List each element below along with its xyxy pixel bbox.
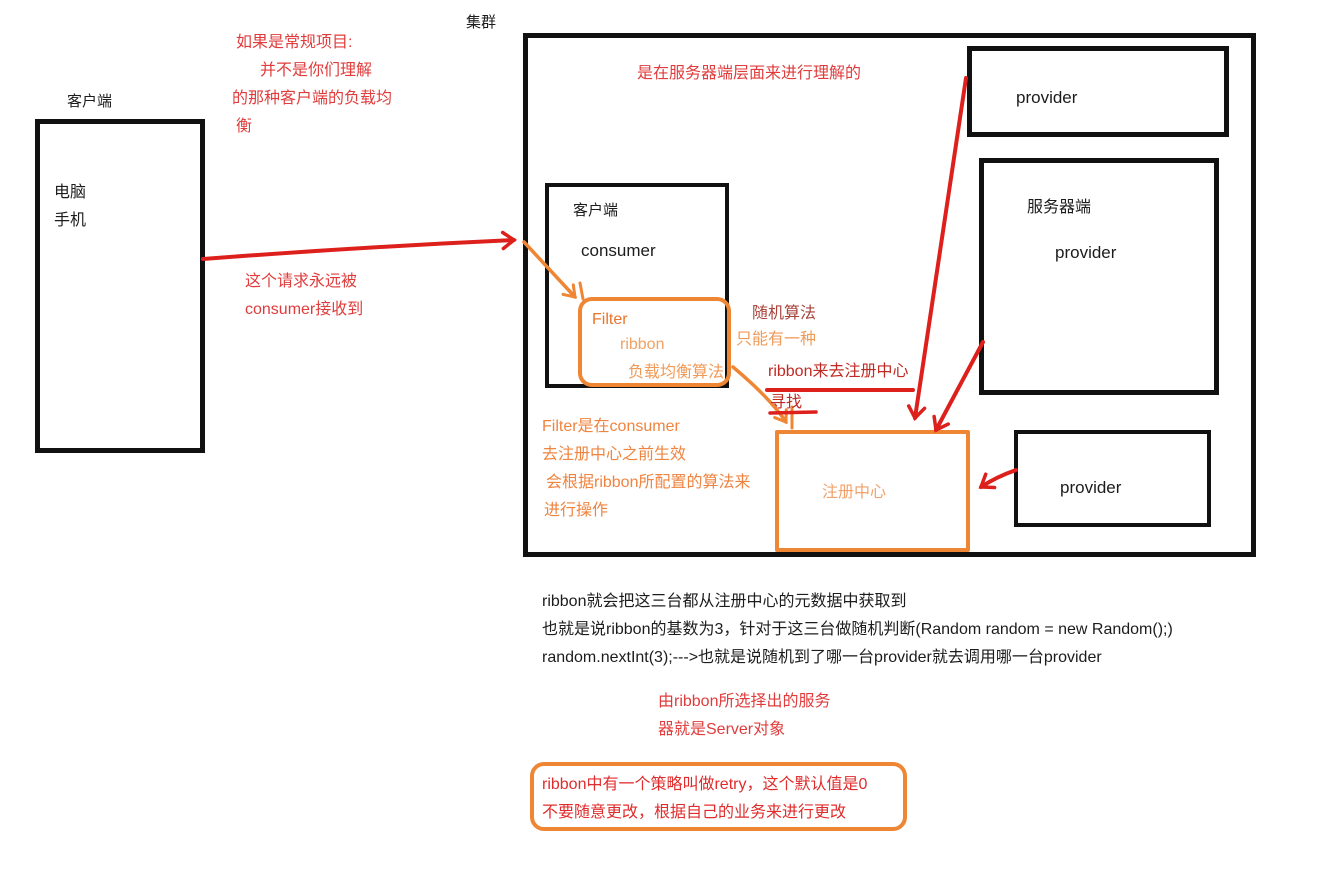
registry-label: 注册中心 — [822, 484, 887, 501]
provider-bottom-label: provider — [1060, 478, 1122, 497]
note-regular-line2: 并不是你们理解 — [260, 62, 373, 79]
client-box — [35, 119, 205, 453]
note-ribbon-registry-line2: 寻找 — [770, 394, 803, 411]
note-request-line2: consumer接收到 — [245, 301, 364, 318]
note-regular-line4: 衡 — [236, 118, 253, 135]
filter-ribbon-box — [578, 297, 731, 387]
server-box-title: 服务器端 — [1027, 199, 1092, 216]
registry-box — [775, 430, 970, 552]
note-random-line1: 随机算法 — [752, 305, 817, 322]
note-filter-line4: 进行操作 — [544, 502, 609, 519]
note-filter-line1: Filter是在consumer — [542, 418, 680, 435]
note-regular-line3: 的那种客户端的负载均 — [232, 90, 393, 107]
provider-top-label: provider — [1016, 88, 1078, 107]
consumer-box-title: 客户端 — [573, 202, 619, 219]
note-server-object-line1: 由ribbon所选择出的服务 — [658, 693, 831, 710]
note-request-line1: 这个请求永远被 — [245, 273, 358, 290]
cluster-title-note: 是在服务器端层面来进行理解的 — [637, 65, 862, 82]
server-provider-label: provider — [1055, 243, 1117, 262]
note-filter-line3: 会根据ribbon所配置的算法来 — [546, 474, 751, 491]
note-retry-line2: 不要随意更改，根据自己的业务来进行更改 — [542, 804, 847, 821]
provider-top-box — [967, 46, 1229, 137]
retry-note-box — [530, 762, 907, 831]
cluster-label: 集群 — [466, 14, 497, 31]
load-balance-label: 负载均衡算法 — [628, 364, 725, 381]
note-regular-line1: 如果是常规项目: — [236, 34, 353, 51]
consumer-label: consumer — [581, 241, 656, 260]
request-arrow — [201, 230, 517, 261]
note-random-line2: 只能有一种 — [736, 331, 817, 348]
filter-label: Filter — [592, 311, 628, 328]
client-item-pc: 电脑 — [54, 184, 87, 201]
note-server-object-line2: 器就是Server对象 — [658, 721, 786, 738]
client-item-phone: 手机 — [54, 212, 87, 229]
note-filter-line2: 去注册中心之前生效 — [542, 446, 687, 463]
ribbon-label: ribbon — [620, 336, 665, 353]
bottom-text-line1: ribbon就会把这三台都从注册中心的元数据中获取到 — [542, 593, 907, 610]
server-provider-box — [979, 158, 1219, 395]
bottom-text-line3: random.nextInt(3);--->也就是说随机到了哪一台provide… — [542, 649, 1102, 666]
note-ribbon-registry-line1: ribbon来去注册中心 — [768, 363, 909, 380]
note-retry-line1: ribbon中有一个策略叫做retry，这个默认值是0 — [542, 776, 868, 793]
client-box-title: 客户端 — [67, 93, 113, 110]
bottom-text-line2: 也就是说ribbon的基数为3，针对于这三台做随机判断(Random rando… — [542, 621, 1173, 638]
